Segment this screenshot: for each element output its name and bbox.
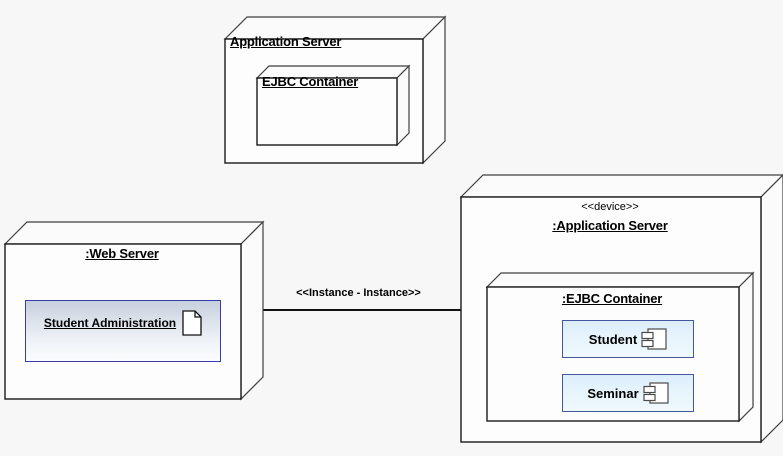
component-label-seminar: Seminar (587, 385, 639, 401)
component-seminar[interactable]: Seminar (562, 374, 694, 412)
node-label-application-server-spec: Application Server (230, 34, 342, 49)
node-label-ejbc-container-spec: EJBC Container (262, 74, 359, 89)
component-student[interactable]: Student (562, 320, 694, 358)
document-icon (182, 310, 202, 336)
node-application-server-spec[interactable]: Application Server EJBC Container (223, 8, 447, 165)
component-label-student: Student (588, 331, 638, 347)
connector-line-web-to-app (262, 309, 461, 311)
artifact-label-student-administration: Student Administration (43, 316, 177, 330)
node-ejbc-container-instance[interactable]: :EJBC Container Student (485, 270, 755, 423)
artifact-content: Student Administration (44, 310, 202, 336)
node-label-web-server-instance: :Web Server (85, 246, 159, 261)
node-label-ejbc-container-instance: :EJBC Container (561, 291, 663, 306)
artifact-student-administration[interactable]: Student Administration (25, 300, 221, 362)
node-web-server-instance[interactable]: :Web Server Student Administration (3, 218, 265, 403)
component-icon (643, 380, 669, 406)
node-3d-shell (255, 64, 411, 147)
node-label-application-server-instance: :Application Server (552, 218, 668, 233)
node-stereotype-device: <<device>> (581, 201, 639, 213)
connector-label-instance-instance: <<Instance - Instance>> (296, 287, 421, 299)
node-ejbc-container-spec[interactable]: EJBC Container (255, 64, 411, 147)
node-application-server-instance[interactable]: <<device>> :Application Server :EJBC Con… (459, 170, 783, 446)
component-icon (641, 326, 667, 352)
component-content: Student (589, 326, 667, 352)
component-content: Seminar (587, 380, 669, 406)
